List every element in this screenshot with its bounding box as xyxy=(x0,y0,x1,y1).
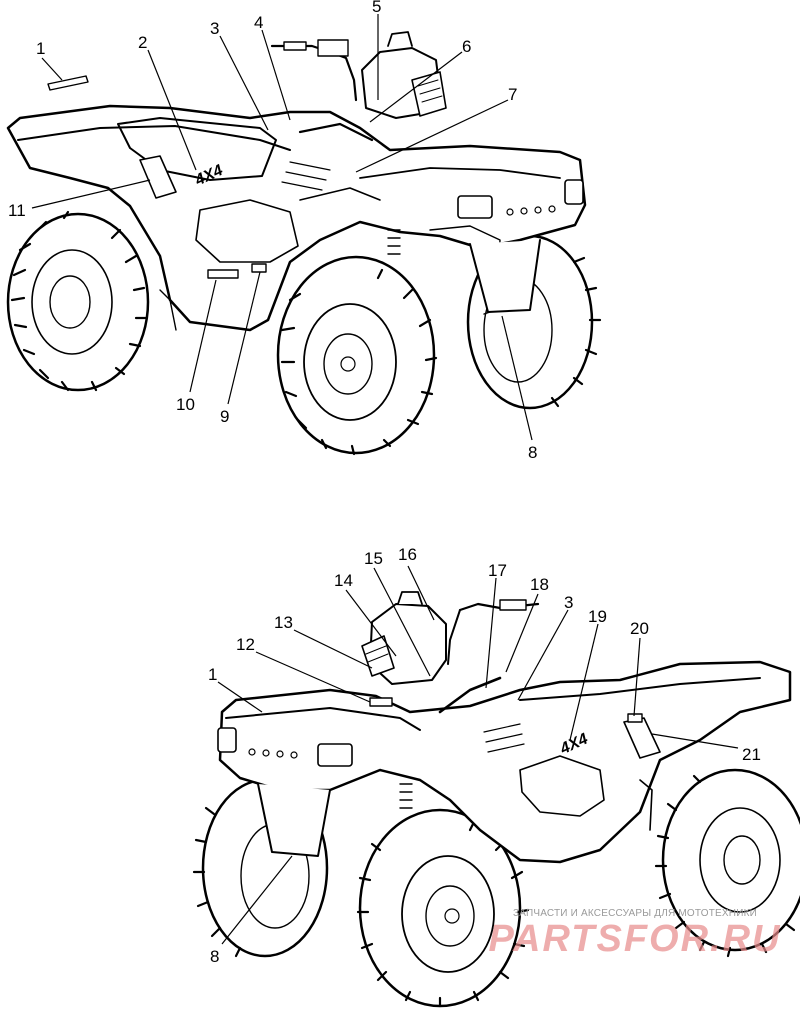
callout-bottom-14: 14 xyxy=(334,571,353,590)
wheel-rear-right xyxy=(654,768,800,958)
callout-top-2: 2 xyxy=(138,33,147,52)
callout-top-6: 6 xyxy=(462,37,471,56)
callout-bottom-20: 20 xyxy=(630,619,649,638)
wheel-front-left xyxy=(276,255,438,456)
watermark-logo-text: PARTSFOR.RU xyxy=(488,918,782,960)
callout-bottom-3: 3 xyxy=(564,593,573,612)
atv-bottom-body xyxy=(217,591,792,864)
callout-bottom-13: 13 xyxy=(274,613,293,632)
wheel-rear-left xyxy=(6,210,150,392)
callout-bottom-1: 1 xyxy=(208,665,217,684)
callout-bottom-15: 15 xyxy=(364,549,383,568)
callout-bottom-12: 12 xyxy=(236,635,255,654)
callout-top-5: 5 xyxy=(372,0,381,16)
callout-top-8: 8 xyxy=(528,443,537,462)
callout-top-9: 9 xyxy=(220,407,229,426)
callout-top-7: 7 xyxy=(508,85,517,104)
callout-bottom-18: 18 xyxy=(530,575,549,594)
decals-top: 4X4 xyxy=(139,122,401,279)
callout-top-3: 3 xyxy=(210,19,219,38)
callout-bottom-19: 19 xyxy=(588,607,607,626)
callout-top-4: 4 xyxy=(254,13,263,32)
callout-top-11: 11 xyxy=(8,201,26,220)
callouts-top: 1 2 3 4 5 6 7 8 9 10 11 xyxy=(8,0,537,462)
callout-top-1: 1 xyxy=(36,39,45,58)
wheel-front-right-bottom xyxy=(356,808,530,1008)
watermark-tagline: ЗАПЧАСТИ И АКСЕССУАРЫ ДЛЯ МОТОТЕХНИКИ xyxy=(512,908,758,919)
callout-bottom-21: 21 xyxy=(742,745,761,764)
callouts-bottom: 1 12 13 14 15 16 17 18 3 19 20 21 8 xyxy=(208,545,761,966)
callout-bottom-16: 16 xyxy=(398,545,417,564)
leader-lines xyxy=(31,14,739,945)
atv-top-view: 4X4 xyxy=(6,31,602,456)
watermark: ЗАПЧАСТИ И АКСЕССУАРЫ ДЛЯ МОТОТЕХНИКИ PA… xyxy=(480,908,790,978)
callout-top-10: 10 xyxy=(176,395,195,414)
callout-bottom-17: 17 xyxy=(488,561,507,580)
callout-bottom-8: 8 xyxy=(210,947,219,966)
atv-bottom-view: 4X4 xyxy=(192,591,800,1008)
